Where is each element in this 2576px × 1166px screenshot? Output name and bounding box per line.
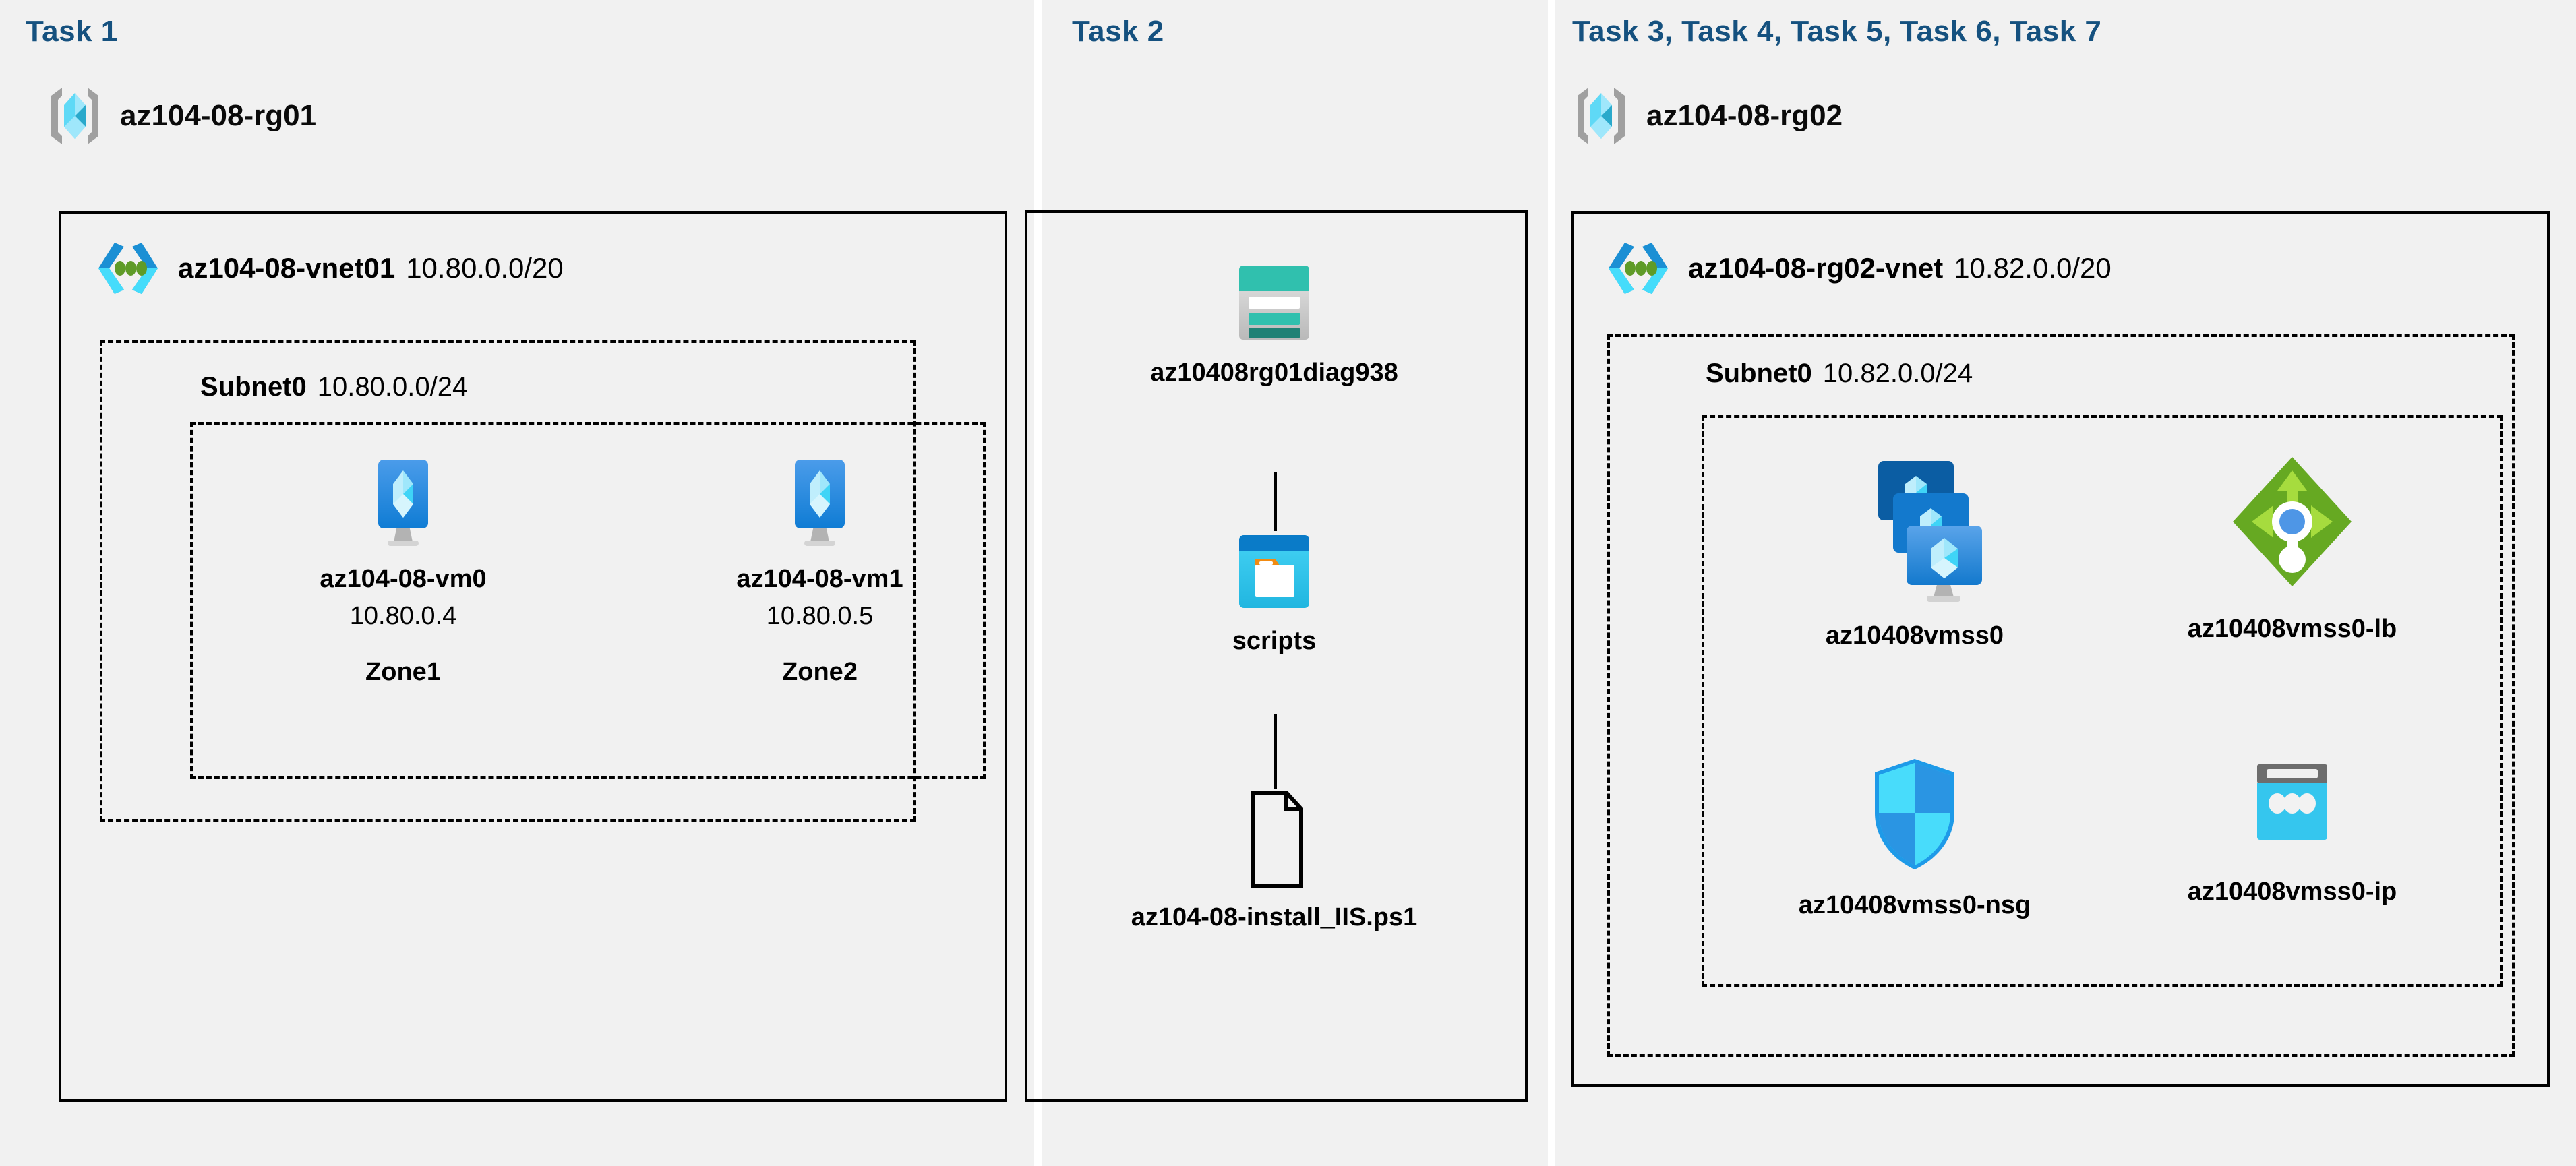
- task1-vm-0-ip: 10.80.0.4: [349, 602, 457, 630]
- task1-subnet-cidr: 10.80.0.0/24: [317, 372, 468, 402]
- task1-resource-group-name: az104-08-rg01: [120, 99, 317, 132]
- panel-task3: [1555, 0, 2576, 1166]
- task1-vm-0-name: az104-08-vm0: [320, 565, 487, 593]
- task1-vm-1[interactable]: az104-08-vm1 10.80.0.5 Zone2: [712, 456, 928, 687]
- task3-resource-group: az104-08-rg02: [1574, 85, 1843, 147]
- task3-public-ip-name: az10408vmss0-ip: [2187, 878, 2397, 906]
- task1-vm-1-zone: Zone2: [782, 658, 858, 686]
- vm-scale-set-icon: [1847, 452, 1982, 607]
- task3-subnet-name: Subnet0: [1706, 359, 1812, 388]
- connector-container-to-file: [1274, 714, 1277, 789]
- task3-vnet-cidr: 10.82.0.0/20: [1954, 252, 2111, 284]
- task1-vm-0[interactable]: az104-08-vm0 10.80.0.4 Zone1: [295, 456, 511, 687]
- virtual-machine-icon: [776, 456, 864, 550]
- task1-vnet-box: [59, 211, 1007, 1102]
- task3-vmss-name: az10408vmss0: [1825, 621, 2004, 650]
- task1-vm-1-ip: 10.80.0.5: [766, 602, 874, 630]
- task2-storage-account-name: az10408rg01diag938: [1150, 359, 1398, 387]
- load-balancer-icon: [2227, 452, 2357, 600]
- file-document-icon: [1232, 790, 1316, 888]
- task1-vm-1-name: az104-08-vm1: [736, 565, 903, 593]
- network-security-group-icon: [1868, 755, 1961, 876]
- task3-load-balancer[interactable]: az10408vmss0-lb: [2157, 452, 2427, 644]
- task1-vm-0-zone: Zone1: [365, 658, 441, 686]
- task1-title: Task 1: [26, 15, 118, 48]
- task3-nsg-name: az10408vmss0-nsg: [1798, 891, 2031, 919]
- task2-storage-account[interactable]: az10408rg01diag938: [1106, 262, 1443, 388]
- task3-public-ip[interactable]: az10408vmss0-ip: [2157, 755, 2427, 907]
- task1-vnet-name: az104-08-vnet01: [178, 252, 396, 284]
- task3-vmss[interactable]: az10408vmss0: [1780, 452, 2049, 650]
- task3-inner-box: [1702, 415, 2503, 987]
- task3-vnet-name: az104-08-rg02-vnet: [1688, 252, 1944, 284]
- public-ip-address-icon: [2242, 755, 2342, 863]
- task2-container[interactable]: scripts: [1106, 531, 1443, 656]
- task3-subnet-box: [1607, 334, 2515, 1057]
- task1-subnet-name: Subnet0: [200, 372, 307, 402]
- task1-zone-box: [190, 422, 986, 779]
- task2-file[interactable]: az104-08-install_IIS.ps1: [1106, 790, 1443, 932]
- task1-vnet-cidr: 10.80.0.0/20: [406, 252, 564, 284]
- task3-subnet-cidr: 10.82.0.0/24: [1822, 359, 1973, 388]
- task2-container-name: scripts: [1232, 627, 1317, 655]
- task1-vnet-header: az104-08-vnet01 10.80.0.0/20: [94, 237, 564, 299]
- task2-file-name: az104-08-install_IIS.ps1: [1131, 903, 1418, 931]
- task1-subnet-box: [100, 340, 916, 822]
- virtual-network-icon: [1605, 237, 1672, 299]
- panel-task1: [0, 0, 1034, 1166]
- blob-container-icon: [1234, 531, 1315, 612]
- task3-load-balancer-name: az10408vmss0-lb: [2187, 615, 2397, 643]
- task3-title: Task 3, Task 4, Task 5, Task 6, Task 7: [1572, 15, 2102, 48]
- storage-account-icon: [1234, 262, 1315, 344]
- task3-vnet-header: az104-08-rg02-vnet 10.82.0.0/20: [1605, 237, 2111, 299]
- task3-resource-group-name: az104-08-rg02: [1646, 99, 1843, 132]
- virtual-machine-icon: [359, 456, 447, 550]
- connector-storage-to-container: [1274, 472, 1277, 531]
- task2-box: [1025, 210, 1528, 1102]
- resource-group-icon: [47, 85, 102, 147]
- resource-group-icon: [1574, 85, 1629, 147]
- task2-title: Task 2: [1072, 15, 1164, 48]
- task3-vnet-box: [1571, 211, 2550, 1087]
- task3-nsg[interactable]: az10408vmss0-nsg: [1780, 755, 2049, 920]
- task1-subnet-header: Subnet0 10.80.0.0/24: [200, 372, 467, 402]
- virtual-network-icon: [94, 237, 162, 299]
- task1-resource-group: az104-08-rg01: [47, 85, 316, 147]
- task3-subnet-header: Subnet0 10.82.0.0/24: [1706, 359, 1973, 389]
